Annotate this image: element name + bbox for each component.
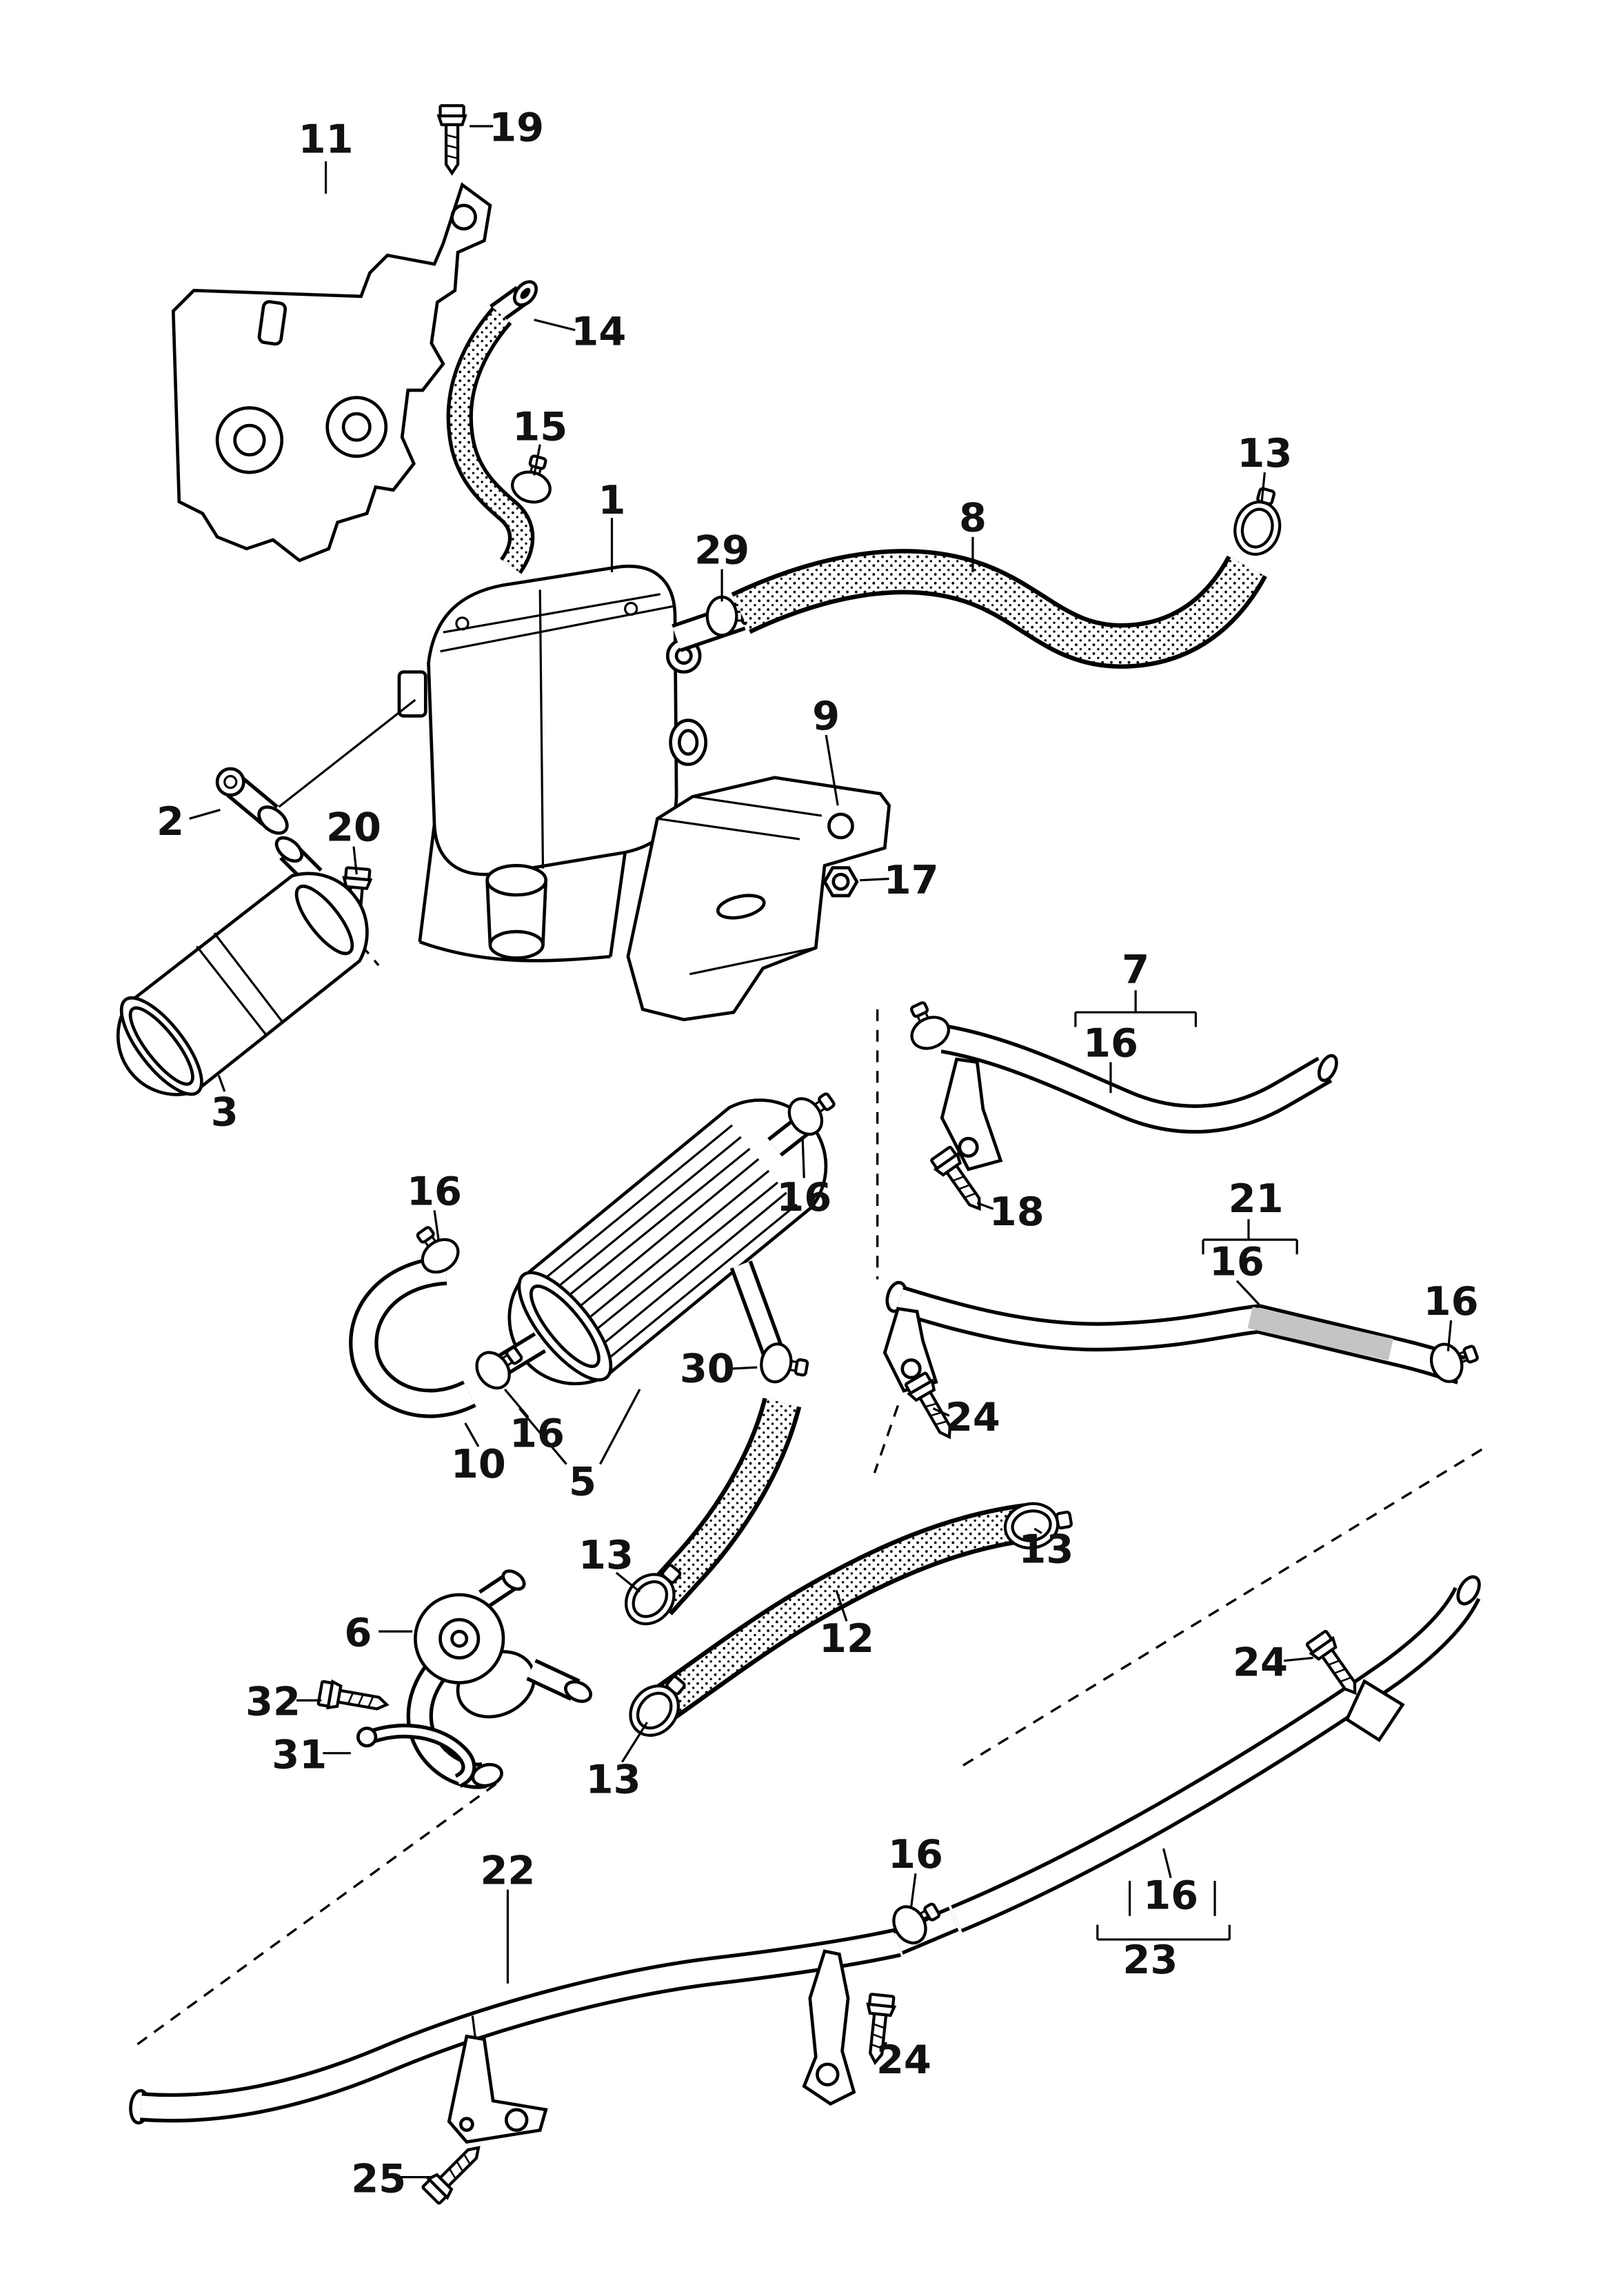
part-10-hose (349, 1256, 476, 1418)
callout-16-f[interactable]: 16 (510, 1410, 565, 1456)
callout-11[interactable]: 11 (299, 117, 354, 163)
callout-6[interactable]: 6 (344, 1610, 372, 1656)
callout-labels: 11 19 14 15 1 29 8 13 2 20 9 17 3 7 16 1… (157, 105, 1479, 2202)
part-11-mounting-bracket (171, 182, 492, 563)
part-9-bracket (626, 776, 891, 1022)
callout-24-c[interactable]: 24 (876, 2037, 931, 2083)
construction-dashed-lines (131, 1009, 1483, 2049)
callout-15[interactable]: 15 (512, 404, 567, 450)
callout-13-d[interactable]: 13 (586, 1757, 641, 1803)
callout-13-top[interactable]: 13 (1237, 430, 1292, 476)
callout-14[interactable]: 14 (571, 308, 626, 354)
part-14-vent-hose (446, 280, 538, 574)
callout-8[interactable]: 8 (959, 495, 987, 541)
callout-18[interactable]: 18 (989, 1189, 1045, 1235)
callout-16-h[interactable]: 16 (1143, 1873, 1198, 1919)
callout-24-a[interactable]: 24 (945, 1394, 1000, 1440)
part-19-bolt (438, 105, 465, 173)
callout-2[interactable]: 2 (157, 798, 184, 845)
part-3-hose-sleeve (116, 872, 369, 1096)
callout-16-g[interactable]: 16 (888, 1831, 943, 1877)
part-31-strap (356, 1724, 476, 1788)
callout-leader-lines (189, 125, 1453, 2179)
part-12-coolant-hoses (643, 1397, 1030, 1723)
part-32-bolt (318, 1680, 389, 1718)
callout-16-a[interactable]: 16 (1083, 1020, 1138, 1066)
callout-13-b[interactable]: 13 (578, 1532, 634, 1578)
part-16-clamp-right-end (1426, 1334, 1482, 1386)
callout-5[interactable]: 5 (569, 1459, 596, 1505)
callout-25[interactable]: 25 (351, 2155, 406, 2202)
callout-17[interactable]: 17 (884, 857, 939, 903)
pipe-sleeve (1247, 1307, 1393, 1361)
callout-23[interactable]: 23 (1122, 1937, 1178, 1983)
callout-10[interactable]: 10 (451, 1441, 506, 1487)
part-22-pipe (129, 1928, 901, 2144)
callout-9[interactable]: 9 (812, 693, 840, 739)
callout-16-c[interactable]: 16 (776, 1174, 831, 1220)
part-21-pipe (882, 1280, 1466, 1393)
part-17-nut (823, 866, 859, 898)
callout-1[interactable]: 1 (598, 477, 626, 523)
callout-12[interactable]: 12 (819, 1615, 874, 1662)
part-13-clamp-top (1229, 484, 1289, 559)
callout-32[interactable]: 32 (245, 1679, 301, 1725)
callout-16-d[interactable]: 16 (1209, 1238, 1264, 1285)
part-6-water-pump (406, 1569, 593, 1789)
part-15-clamp (509, 452, 558, 506)
callout-19[interactable]: 19 (489, 105, 544, 151)
part-2-connector-fitting (215, 698, 416, 902)
callout-20[interactable]: 20 (326, 805, 381, 851)
callout-3[interactable]: 3 (211, 1089, 239, 1135)
callout-22[interactable]: 22 (480, 1847, 535, 1893)
callout-29[interactable]: 29 (694, 527, 749, 573)
callout-7[interactable]: 7 (1122, 947, 1149, 993)
part-30-clamp (758, 1342, 810, 1387)
callout-16-b[interactable]: 16 (407, 1168, 462, 1214)
callout-21[interactable]: 21 (1229, 1176, 1284, 1222)
callout-24-b[interactable]: 24 (1233, 1639, 1288, 1685)
callout-16-e[interactable]: 16 (1424, 1278, 1479, 1325)
part-25-screw (421, 2138, 487, 2204)
part-8-coolant-hose (731, 549, 1267, 669)
callout-30[interactable]: 30 (680, 1346, 735, 1392)
callout-31[interactable]: 31 (272, 1731, 327, 1778)
part-7-pipe-assembly (900, 997, 1338, 1171)
callout-13-c[interactable]: 13 (1018, 1526, 1073, 1572)
